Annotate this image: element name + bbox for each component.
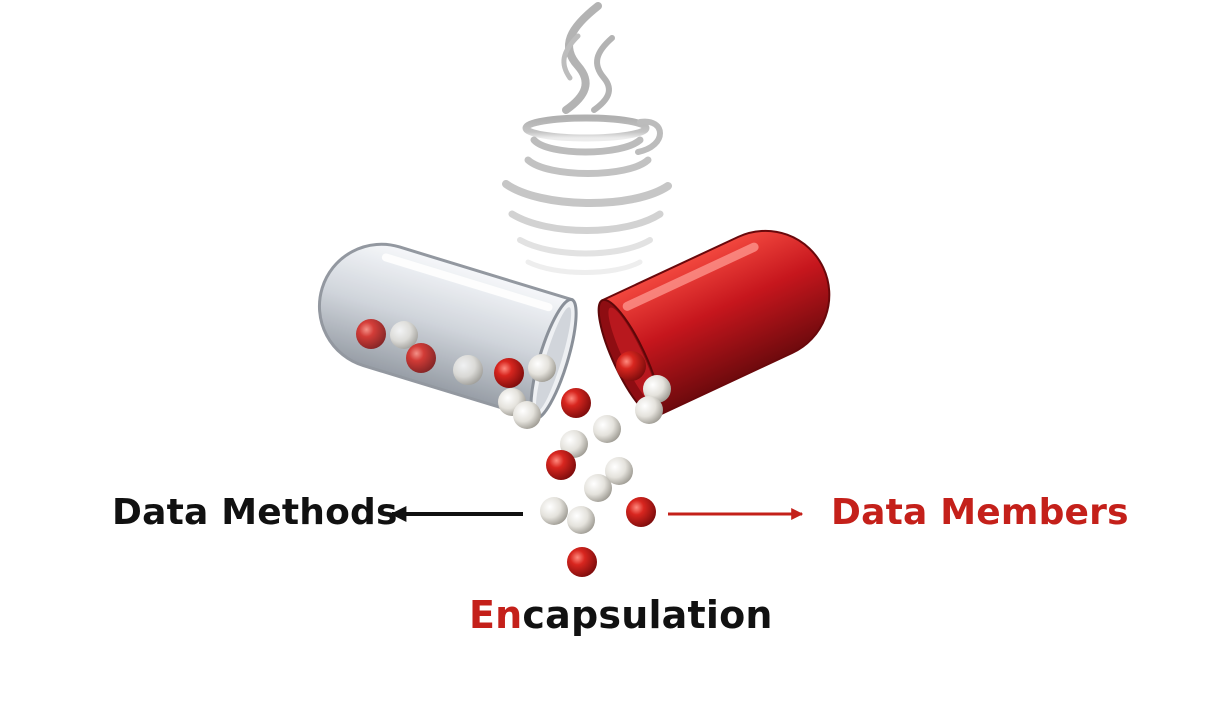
data-methods-label: Data Methods: [112, 492, 398, 533]
spilling-particles: [494, 351, 671, 577]
java-logo-icon: [502, 2, 672, 275]
encapsulation-prefix: En: [469, 593, 523, 637]
data-members-label: Data Members: [831, 492, 1129, 533]
red-capsule-icon: [597, 229, 831, 418]
clear-capsule-icon: [317, 242, 578, 421]
encapsulation-label: Encapsulation: [469, 593, 773, 637]
encapsulation-rest: capsulation: [522, 593, 773, 637]
inner-particles: [356, 319, 483, 385]
